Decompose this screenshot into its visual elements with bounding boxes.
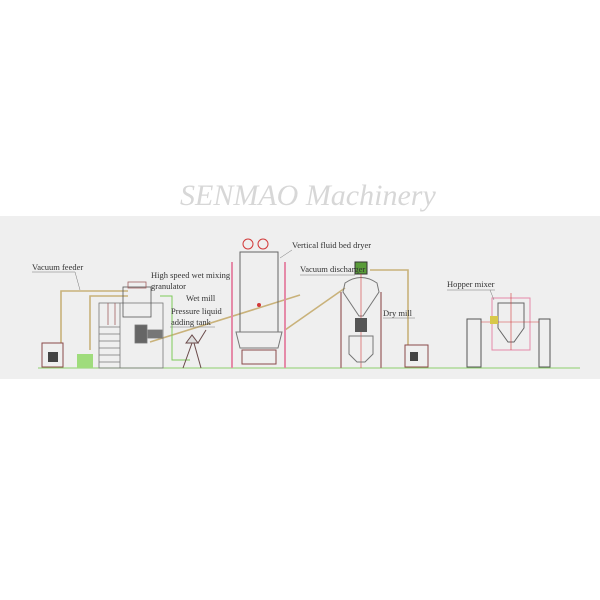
green-pipe: [160, 295, 190, 361]
pipes: [60, 269, 409, 350]
dry-mill-unit: [404, 344, 429, 368]
label-vacuum-discharger: Vacuum discharger: [300, 264, 365, 274]
label-granulator-line1: High speed wet mixing: [151, 270, 231, 280]
leader-lines: [32, 249, 495, 328]
label-vacuum-feeder: Vacuum feeder: [32, 262, 83, 272]
label-liquid-tank-line1: Pressure liquid: [171, 306, 223, 316]
hopper-mixer-unit: [466, 293, 551, 368]
label-dry-mill: Dry mill: [383, 308, 413, 318]
label-hopper-mixer: Hopper mixer: [447, 279, 495, 289]
label-fluid-bed-dryer: Vertical fluid bed dryer: [292, 240, 371, 250]
label-wet-mill: Wet mill: [186, 293, 216, 303]
label-liquid-tank-line2: adding tank: [171, 317, 212, 327]
vacuum-feeder-unit: [41, 342, 93, 368]
watermark: SENMAO Machinery: [180, 179, 436, 212]
label-granulator-line2: granulator: [151, 281, 186, 291]
granulator-unit: [98, 281, 164, 369]
liquid-tank-unit: [182, 329, 207, 369]
vacuum-discharger-unit: [340, 261, 382, 368]
fluid-bed-dryer-unit: [231, 238, 286, 368]
